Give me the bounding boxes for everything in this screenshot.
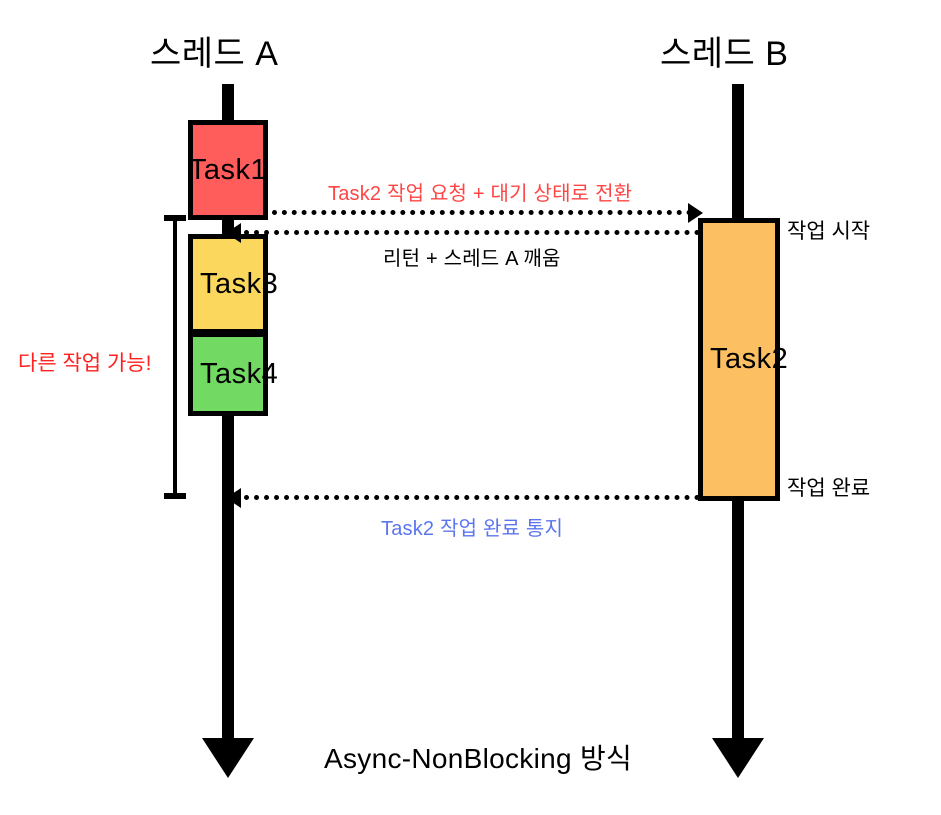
lane-title-thread-a: 스레드 A xyxy=(150,35,279,73)
label-work-done: 작업 완료 xyxy=(787,477,871,500)
availability-bracket-cap-bottom xyxy=(164,493,186,499)
message-label-request: Task2 작업 요청 + 대기 상태로 전환 xyxy=(328,183,633,205)
message-line-completion xyxy=(234,495,700,500)
message-line-return xyxy=(234,230,700,235)
lifeline-arrow-down-icon-b xyxy=(712,738,764,778)
message-label-return: 리턴 + 스레드 A 깨움 xyxy=(383,248,561,270)
task-box-task3: Task3 xyxy=(188,234,278,334)
message-line-request xyxy=(272,210,692,215)
availability-bracket-cap-top xyxy=(164,215,186,221)
task-box-label-task4: Task4 xyxy=(200,357,279,390)
arrow-left-icon-completion xyxy=(226,488,241,508)
task-box-task4: Task4 xyxy=(188,332,278,416)
arrow-right-icon-request xyxy=(688,203,703,223)
label-work-start: 작업 시작 xyxy=(787,220,871,243)
task-box-task2: Task2 xyxy=(698,218,788,501)
message-label-completion: Task2 작업 완료 통지 xyxy=(381,518,564,540)
task-box-label-task2: Task2 xyxy=(710,343,789,375)
availability-bracket xyxy=(173,217,177,499)
arrow-left-icon-return xyxy=(226,223,241,243)
task-box-label-task1: Task1 xyxy=(188,153,268,186)
task-box-label-task3: Task3 xyxy=(200,267,279,300)
diagram-caption: Async-NonBlocking 방식 xyxy=(324,743,633,774)
lane-title-thread-b: 스레드 B xyxy=(660,35,789,73)
lifeline-arrow-down-icon-a xyxy=(202,738,254,778)
note-other-work-possible: 다른 작업 가능! xyxy=(18,352,152,375)
task-box-task1: Task1 xyxy=(188,120,268,220)
